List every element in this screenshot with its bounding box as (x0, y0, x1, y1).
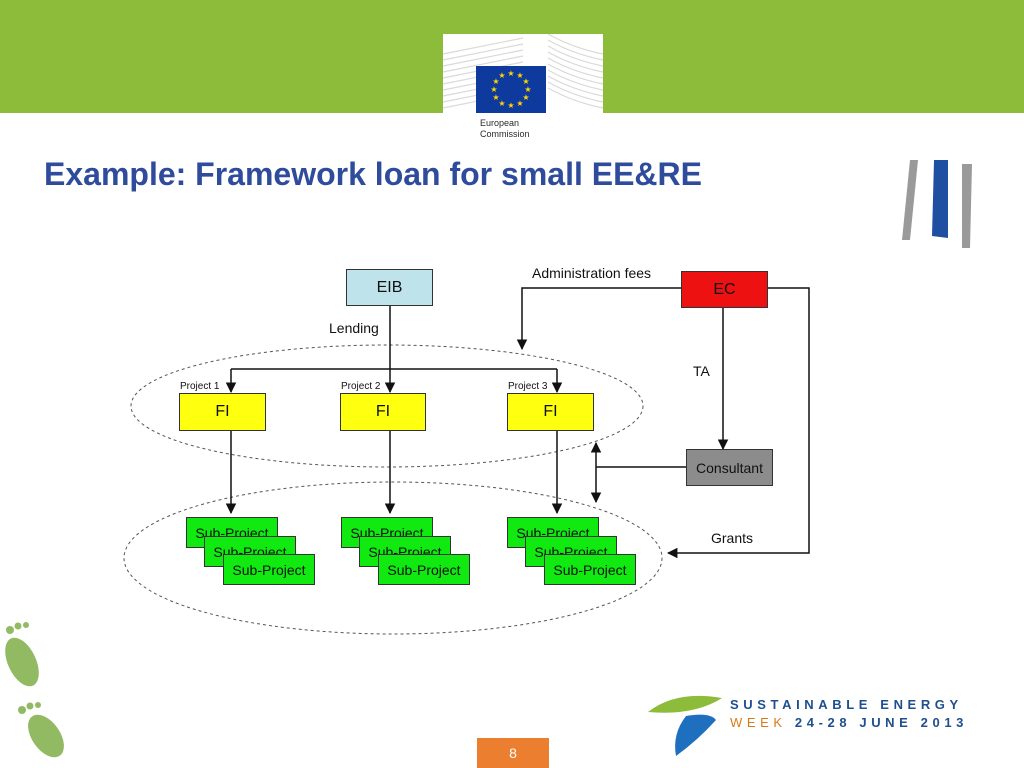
svg-text:★: ★ (492, 93, 499, 102)
svg-text:★: ★ (522, 77, 529, 86)
project-label-1: Project 1 (180, 381, 220, 392)
svg-text:★: ★ (498, 71, 505, 80)
node-fi-3: FI (507, 393, 594, 431)
label-lending: Lending (329, 320, 379, 336)
svg-text:★: ★ (522, 93, 529, 102)
label-ta: TA (693, 363, 710, 379)
svg-text:★: ★ (492, 77, 499, 86)
node-eib: EIB (346, 269, 433, 306)
edge-admin-fees (516, 287, 681, 351)
edge-grants (666, 287, 810, 559)
page-number: 8 (477, 738, 549, 768)
node-fi-2: FI (340, 393, 426, 431)
eu-flag-icon: ★★★ ★★★ ★★★ ★★★ (476, 66, 546, 113)
sub-project-2c: Sub-Project (378, 554, 470, 585)
svg-text:★: ★ (498, 99, 505, 108)
eu-stars-icon: ★★★ ★★★ ★★★ ★★★ (490, 69, 531, 110)
event-name: SUSTAINABLE ENERGY (730, 697, 963, 712)
project-label-3: Project 3 (508, 381, 548, 392)
svg-text:★: ★ (507, 101, 514, 110)
label-administration-fees: Administration fees (532, 265, 652, 281)
project-label-2: Project 2 (341, 381, 381, 392)
event-dates-text: 24-28 JUNE 2013 (794, 715, 968, 730)
svg-text:★: ★ (516, 71, 523, 80)
ec-logo-line2: Commission (480, 129, 530, 139)
sub-project-3c: Sub-Project (544, 554, 636, 585)
node-fi-1: FI (179, 393, 266, 431)
footprints-icon (5, 622, 64, 758)
svg-text:★: ★ (490, 85, 497, 94)
ec-logo-line1: European (480, 118, 520, 128)
event-name-text: SUSTAINABLE ENERGY (730, 697, 963, 712)
ec-logo-text: European Commission (480, 118, 530, 140)
slide-title: Example: Framework loan for small EE&RE (44, 156, 702, 192)
event-dates: WEEK 24-28 JUNE 2013 (730, 715, 968, 730)
svg-text:★: ★ (524, 85, 531, 94)
node-ec: EC (681, 271, 768, 308)
node-consultant: Consultant (686, 449, 773, 486)
sustainable-energy-week-logo-icon (648, 695, 722, 756)
svg-text:★: ★ (507, 69, 514, 78)
sub-project-1c: Sub-Project (223, 554, 315, 585)
subproject-group-ellipse (123, 481, 663, 635)
label-grants: Grants (711, 530, 754, 546)
stripes-logo-icon (902, 160, 972, 248)
svg-text:★: ★ (516, 99, 523, 108)
fi-group-ellipse (130, 344, 644, 468)
event-week-text: WEEK (730, 715, 787, 730)
